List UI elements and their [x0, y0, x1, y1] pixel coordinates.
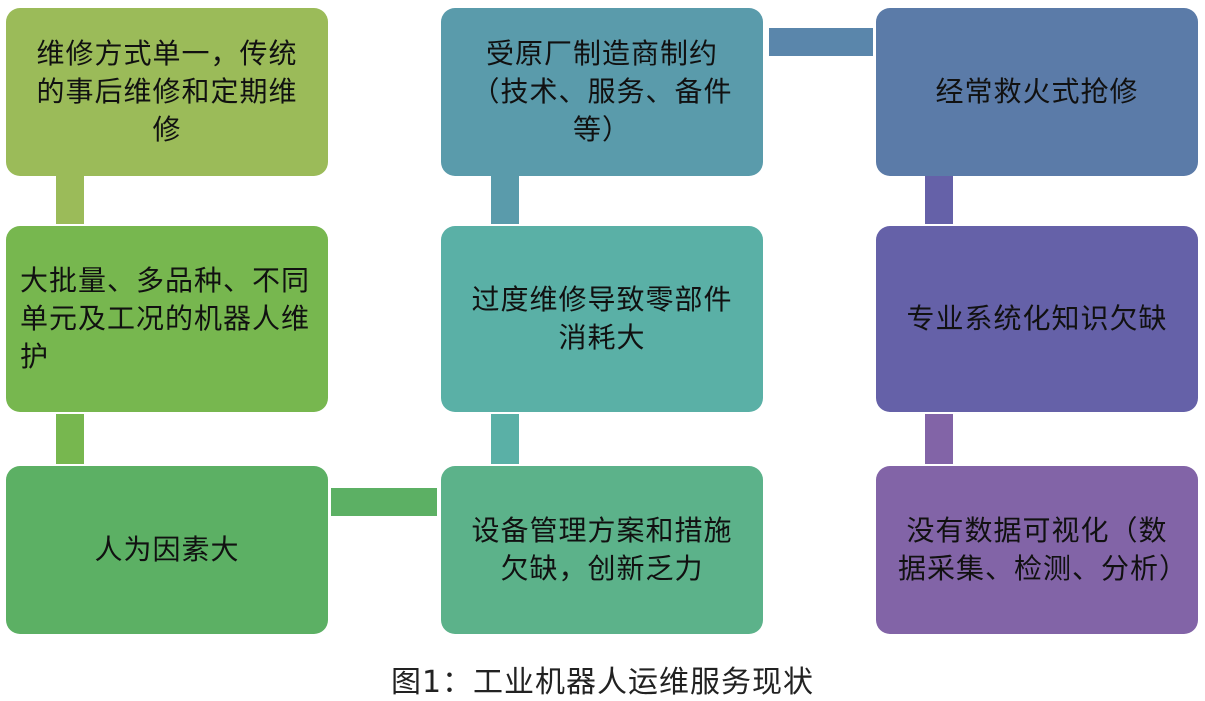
node-text: 经常救火式抢修 — [935, 75, 1139, 108]
node-text: 人为因素大 — [94, 533, 240, 566]
connector-5 — [491, 176, 519, 224]
node-management-lacking: 设备管理方案和措施欠缺，创新乏力 — [441, 466, 763, 634]
connector-6 — [769, 28, 873, 56]
node-manufacturer-constraint: 受原厂制造商制约（技术、服务、备件等） — [441, 8, 763, 176]
node-text: 专业系统化知识欠缺 — [906, 302, 1168, 335]
connector-4 — [491, 414, 519, 464]
node-knowledge-lacking: 专业系统化知识欠缺 — [876, 226, 1198, 412]
node-text: 受原厂制造商制约（技术、服务、备件等） — [471, 37, 733, 146]
node-human-factor: 人为因素大 — [6, 466, 328, 634]
node-single-maintenance: 维修方式单一，传统的事后维修和定期维修 — [6, 8, 328, 176]
node-text: 维修方式单一，传统的事后维修和定期维修 — [36, 37, 298, 146]
node-excessive-maintenance: 过度维修导致零部件消耗大 — [441, 226, 763, 412]
connector-8 — [925, 414, 953, 464]
figure-caption: 图1：工业机器人运维服务现状 — [390, 665, 815, 700]
node-text: 大批量、多品种、不同单元及工况的机器人维护 — [20, 264, 311, 373]
node-firefighting-repair: 经常救火式抢修 — [876, 8, 1198, 176]
connector-1 — [56, 176, 84, 224]
connector-7 — [925, 176, 953, 224]
connector-2 — [56, 414, 84, 464]
node-large-batch-robots: 大批量、多品种、不同单元及工况的机器人维护 — [6, 226, 328, 412]
connector-3 — [331, 488, 437, 516]
node-text: 设备管理方案和措施欠缺，创新乏力 — [471, 514, 733, 585]
node-text: 没有数据可视化（数据采集、检测、分析） — [898, 514, 1189, 585]
node-no-visualization: 没有数据可视化（数据采集、检测、分析） — [876, 466, 1198, 634]
node-text: 过度维修导致零部件消耗大 — [471, 283, 733, 354]
